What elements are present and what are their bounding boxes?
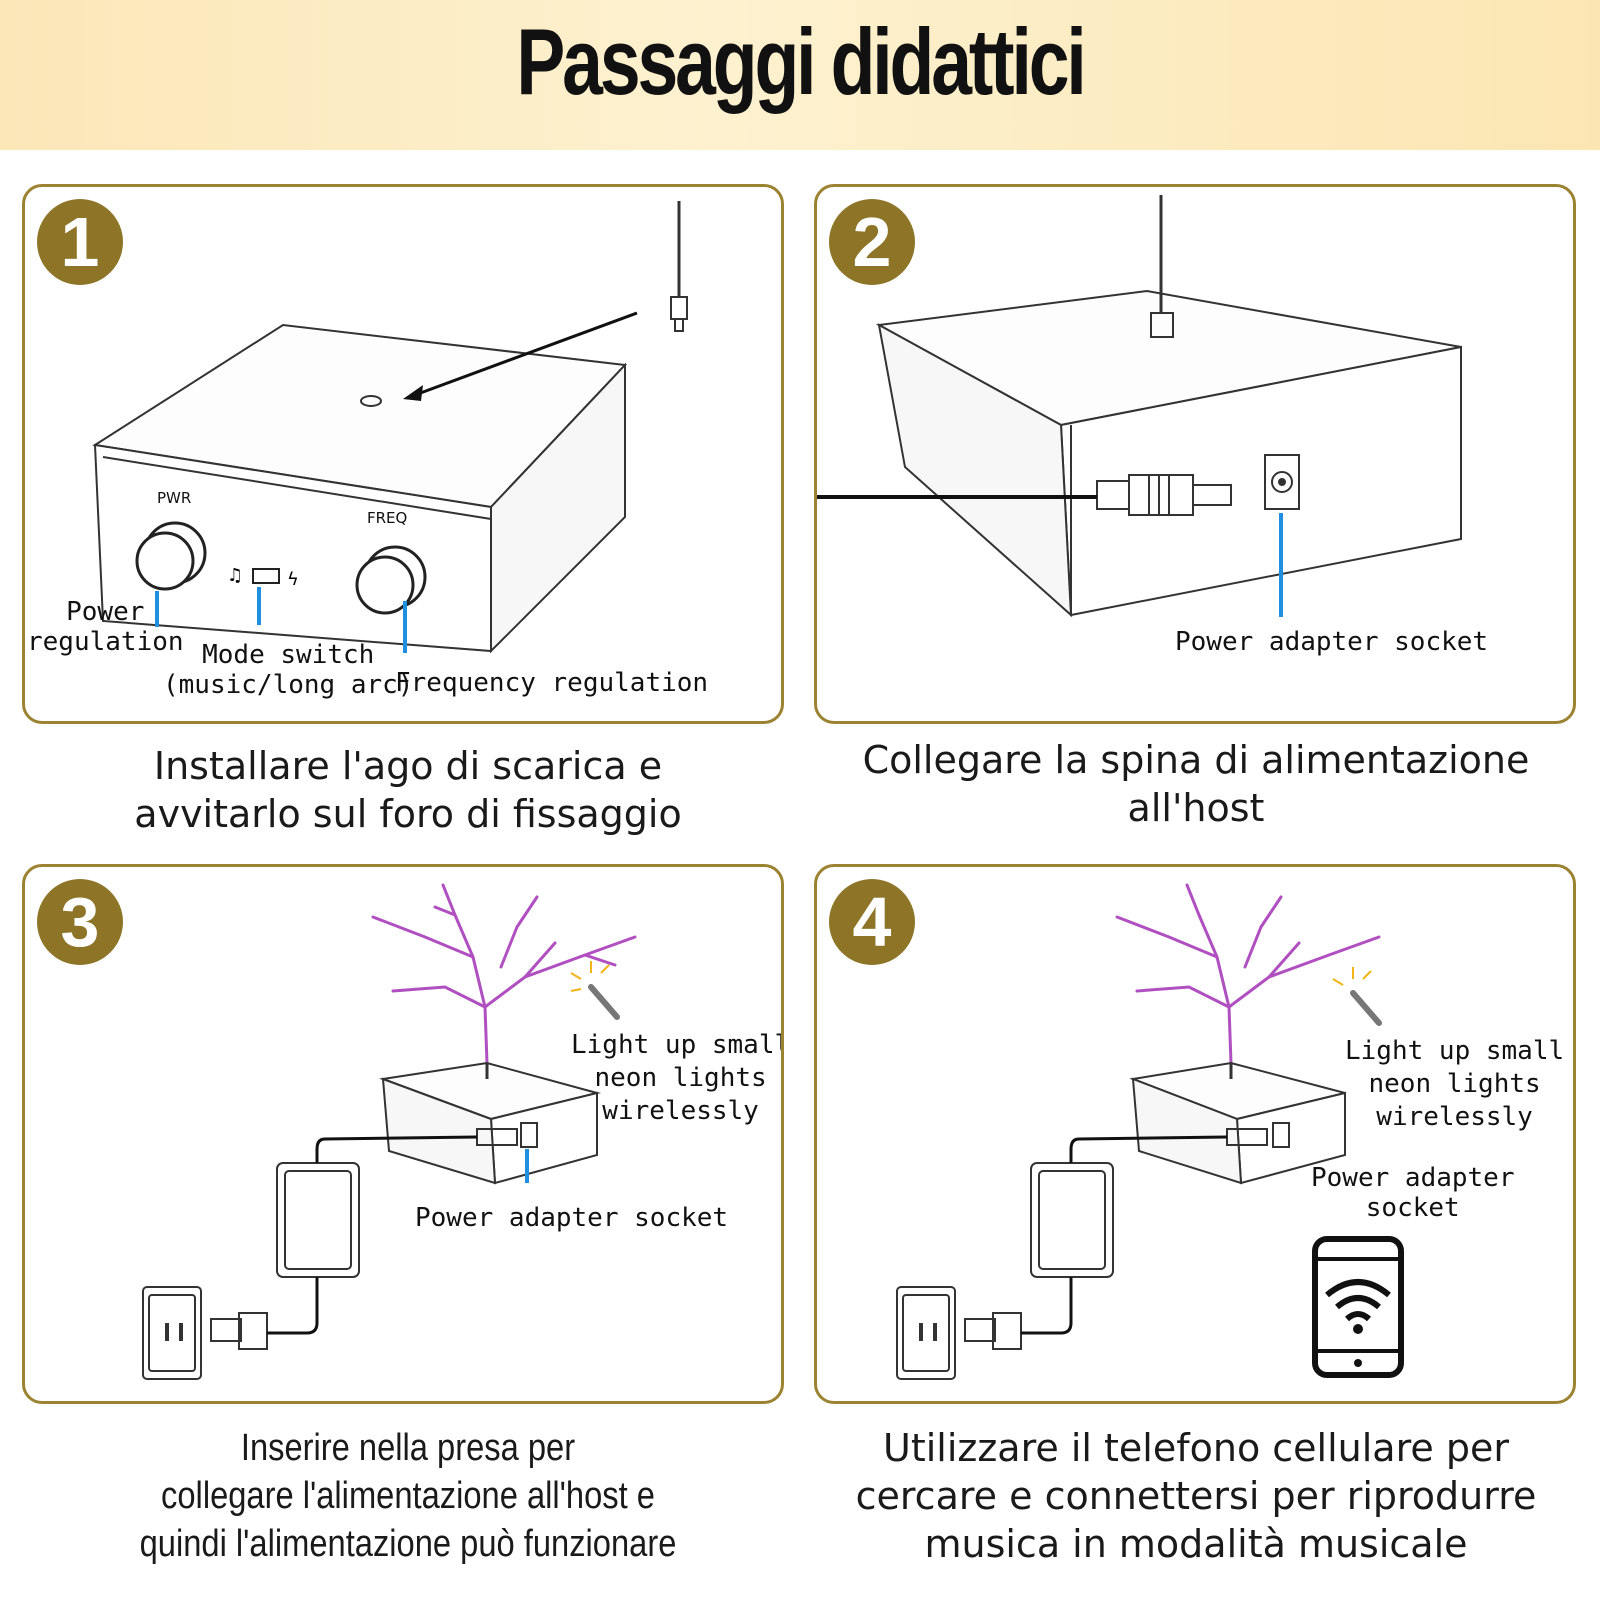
freq-knob	[355, 545, 427, 615]
svg-text:♫: ♫	[227, 565, 243, 586]
step-3-panel: 3 Light up small neon lights wirelessly …	[22, 864, 784, 1404]
power-regulation-label: Power regulation	[27, 597, 184, 657]
step-number-badge: 1	[37, 199, 123, 285]
neon-lights-label: Light up small neon lights wirelessly	[571, 1030, 784, 1126]
plasma-arc	[371, 883, 637, 1065]
power-adapter-socket-label: Power adapter socket	[1175, 627, 1489, 657]
step-2-panel: 2 Power adapter socket	[814, 184, 1576, 724]
step-number-badge: 2	[829, 199, 915, 285]
neon-lamp-icon	[1332, 967, 1372, 986]
power-adapter-socket-label: Power adapter socket	[1311, 1163, 1515, 1223]
smartphone-wifi-icon	[1312, 1236, 1404, 1378]
tesla-phone-setup-illustration	[896, 883, 1404, 1380]
mode-switch	[252, 568, 280, 584]
power-adapter-socket-label: Power adapter socket	[415, 1203, 729, 1233]
pwr-knob	[135, 521, 207, 591]
step-number-badge: 4	[829, 879, 915, 965]
step-2-caption: Collegare la spina di alimentazione all'…	[862, 738, 1530, 830]
neon-lamp-icon	[570, 961, 610, 992]
tesla-setup-illustration	[142, 883, 637, 1380]
svg-text:ϟ: ϟ	[287, 569, 299, 590]
step-3-caption: Inserire nella presa per collegare l'ali…	[139, 1427, 677, 1565]
freq-label: FREQ	[367, 509, 408, 527]
page-title: Passaggi didattici	[516, 9, 1086, 114]
step-4-panel: 4 Light up small neon lights wirelessly …	[814, 864, 1576, 1404]
neon-lights-label: Light up small neon lights wirelessly	[1345, 1036, 1565, 1132]
step-1-caption: Installare l'ago di scarica e avvitarlo …	[134, 744, 682, 836]
step-4-caption: Utilizzare il telefono cellulare per cer…	[855, 1426, 1537, 1566]
tesla-box-front-illustration: ♫ ϟ	[92, 201, 688, 654]
step-1-panel: ♫ ϟ 1 PWR FREQ Power regulation Mode swi…	[22, 184, 784, 724]
pwr-label: PWR	[157, 489, 192, 507]
frequency-regulation-label: Frequency regulation	[395, 668, 709, 698]
step-number-badge: 3	[37, 879, 123, 965]
mode-switch-label: Mode switch (music/long arc)	[163, 640, 414, 700]
plasma-arc	[1115, 883, 1381, 1065]
header-banner: Passaggi didattici	[0, 0, 1600, 150]
tesla-box-back-illustration	[817, 195, 1462, 618]
